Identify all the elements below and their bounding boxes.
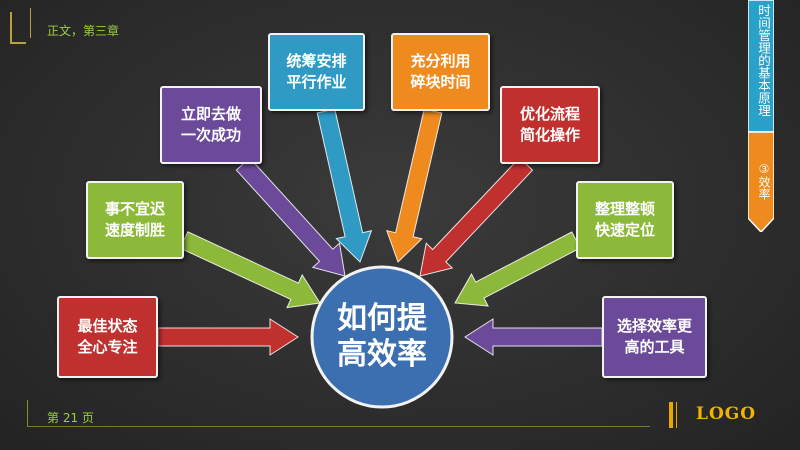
logo-text: LOGO bbox=[696, 404, 757, 424]
sidebar-banner bbox=[748, 0, 774, 232]
header-divider-mark bbox=[30, 8, 31, 38]
arrow-n7 bbox=[454, 231, 581, 307]
arrow-n6 bbox=[419, 157, 534, 277]
sidebar-banner-orange bbox=[748, 131, 774, 232]
arrow-n2 bbox=[179, 231, 321, 309]
arrow-n4 bbox=[316, 108, 373, 263]
footer-line bbox=[28, 426, 650, 427]
node-box-n7: 整理整顿 快速定位 bbox=[576, 181, 674, 259]
sidebar-subtitle: ③效率 bbox=[757, 162, 771, 200]
footer-divider-mark bbox=[27, 400, 28, 427]
arrow-n1 bbox=[157, 318, 299, 356]
node-box-n3: 立即去做 一次成功 bbox=[160, 86, 262, 164]
center-circle bbox=[310, 265, 454, 409]
node-box-n8: 选择效率更 高的工具 bbox=[602, 296, 707, 378]
header-section-text: 正文，第三章 bbox=[47, 24, 120, 38]
header-bracket-mark bbox=[10, 12, 26, 44]
node-box-n6: 优化流程 简化操作 bbox=[500, 86, 600, 164]
sidebar-title: 时间管理的基本原理 bbox=[756, 4, 771, 117]
center-label: 如何提 高效率 bbox=[337, 301, 427, 372]
node-box-n4: 统筹安排 平行作业 bbox=[268, 33, 365, 111]
sidebar-banner-blue bbox=[748, 0, 774, 133]
arrow-n8 bbox=[464, 318, 603, 356]
arrow-n5 bbox=[386, 108, 443, 263]
node-box-n2: 事不宜迟 速度制胜 bbox=[86, 181, 184, 259]
arrow-n3 bbox=[235, 157, 346, 277]
node-box-n1: 最佳状态 全心专注 bbox=[57, 296, 158, 378]
node-box-n5: 充分利用 碎块时间 bbox=[391, 33, 490, 111]
page-number: 第 21 页 bbox=[47, 411, 94, 425]
logo-bar bbox=[669, 402, 673, 428]
logo-bar-thin bbox=[676, 402, 677, 428]
